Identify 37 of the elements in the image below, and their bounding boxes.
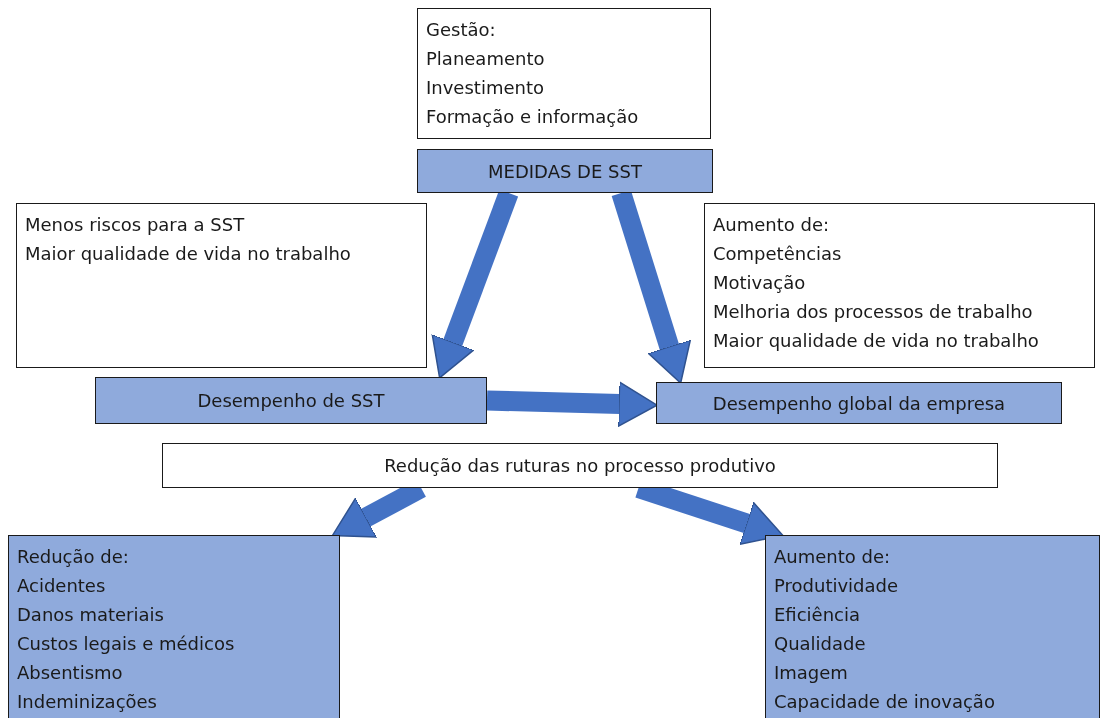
box-text: Maior qualidade de vida no trabalho [713,329,1039,353]
box-text: Capacidade de inovação [774,690,995,714]
box-text: Investimento [426,76,544,100]
highlighted-box [765,535,1100,718]
box-text: Aumento de: [713,213,830,237]
text-box [704,203,1095,368]
box-text: MEDIDAS DE SST [488,159,642,184]
box-text: Absentismo [17,661,123,685]
box-text: Imagem [774,661,848,685]
box-text: Gestão: [426,18,496,42]
box-text: Aumento de: [774,545,891,569]
box-text: Redução das ruturas no processo produtivo [384,454,776,478]
highlighted-box [417,149,713,193]
text-box [16,203,427,368]
box-text: Planeamento [426,47,545,71]
box-text: Competências [713,242,842,266]
box-text: Danos materiais [17,603,164,627]
block-arrow [486,381,658,427]
highlighted-box [656,382,1062,424]
box-text: Qualidade [774,632,866,656]
box-text: Eficiência [774,603,861,627]
box-text: Motivação [713,271,806,295]
box-text: Maior qualidade de vida no trabalho [25,242,351,266]
box-text: Acidentes [17,574,106,598]
box-text: Melhoria dos processos de trabalho [713,300,1033,324]
box-text: Indeminizações [17,690,157,714]
box-text: Desempenho de SST [197,389,385,413]
box-text: Custos legais e médicos [17,632,235,656]
text-box [162,443,998,488]
text-box [417,8,711,139]
highlighted-box [95,377,487,424]
box-text: Menos riscos para a SST [25,213,245,237]
box-text: Produtividade [774,574,899,598]
highlighted-box [8,535,340,718]
box-text: Redução de: [17,545,129,569]
box-text: Formação e informação [426,105,639,129]
box-text: Desempenho global da empresa [712,391,1006,416]
